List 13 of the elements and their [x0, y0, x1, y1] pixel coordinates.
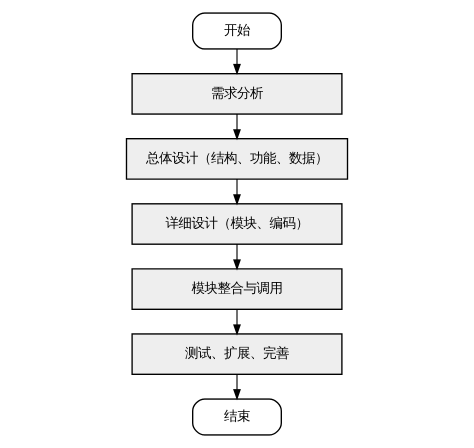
- node-box: 模块整合与调用: [131, 268, 343, 310]
- arrow: [233, 244, 241, 271]
- arrow: [233, 179, 241, 206]
- node-box: 结束: [192, 398, 282, 436]
- node-box: 总体设计（结构、功能、数据）: [126, 138, 348, 180]
- arrow: [233, 114, 241, 140]
- arrow: [233, 49, 241, 76]
- arrow: [233, 374, 241, 400]
- arrow: [233, 309, 241, 336]
- node-box: 详细设计（模块、编码）: [131, 203, 343, 245]
- node-box: 需求分析: [131, 72, 343, 115]
- node-box: 开始: [192, 12, 282, 50]
- node-box: 测试、扩展、完善: [131, 333, 343, 376]
